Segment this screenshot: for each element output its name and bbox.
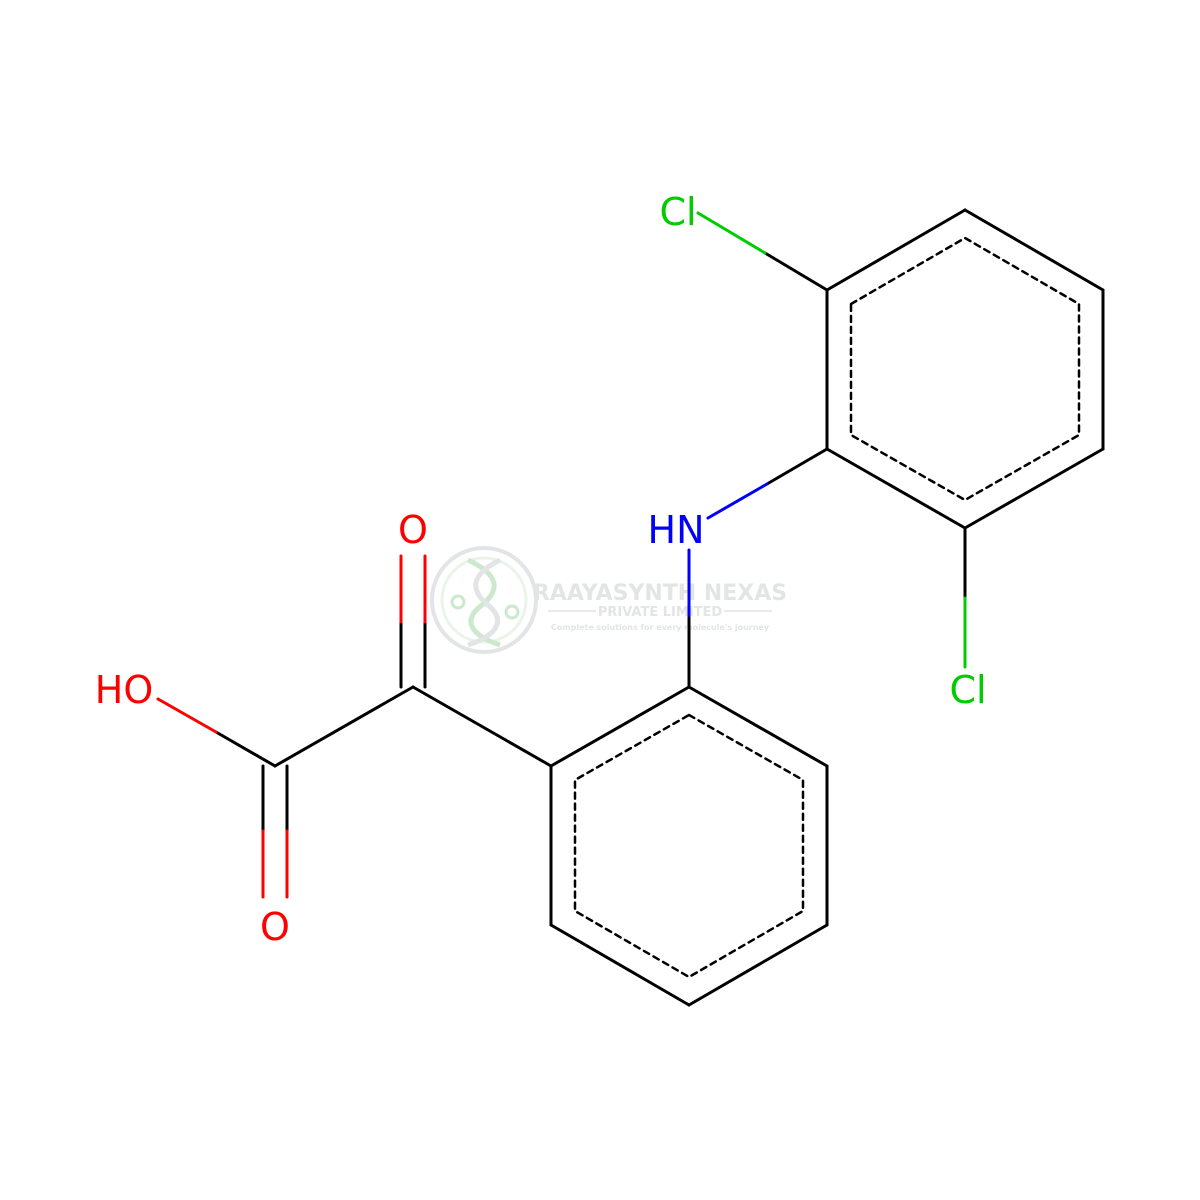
atom-label-cl-bottom: Cl — [949, 668, 986, 712]
atom-label-acid-o: O — [260, 905, 290, 949]
oxoacetic-acid-chain — [156, 554, 553, 899]
ring-bond — [825, 447, 967, 530]
ring-bond — [549, 923, 691, 1007]
watermark-subtitle: PRIVATE LIMITED — [598, 605, 723, 620]
watermark-company: RAAYASYNTH NEXAS — [533, 581, 787, 606]
watermark: RAAYASYNTH NEXAS PRIVATE LIMITED Complet… — [430, 546, 787, 654]
bond-acid-oh-red — [156, 697, 218, 734]
ring-bond — [963, 447, 1105, 530]
ring-bond — [687, 685, 829, 768]
bond-ring-n-blue — [706, 482, 769, 520]
atom-label-acid-oh: HO — [95, 668, 153, 712]
atom-labels: Cl Cl HN O HO O — [95, 190, 987, 949]
bond-ring-n-black — [765, 447, 829, 486]
ring-bond — [687, 923, 829, 1007]
company-logo-icon — [430, 546, 538, 654]
ring-bond — [549, 685, 691, 768]
phenyl-ring — [549, 685, 829, 1007]
atom-label-nh: HN — [648, 508, 705, 552]
dichlorophenyl-ring — [825, 208, 1105, 530]
atom-label-cl-top: Cl — [659, 190, 696, 234]
bond-c-cl-top-green — [696, 211, 767, 255]
ring-bond — [963, 208, 1105, 292]
amine-bonds — [687, 447, 829, 689]
bond-carbonyl-carboxyl — [273, 685, 415, 768]
aromatic-inner-ring — [573, 713, 805, 979]
bond-acid-oh-black — [214, 730, 277, 768]
watermark-tagline: Complete solutions for every molecule's … — [551, 623, 770, 632]
aromatic-inner-ring — [849, 236, 1081, 502]
bond-c-cl-top-black — [763, 251, 829, 292]
chlorine-bonds — [696, 211, 967, 669]
ring-bond — [825, 208, 967, 292]
bond-ring-carbonyl — [411, 685, 553, 768]
atom-label-ketone-o: O — [398, 508, 428, 552]
